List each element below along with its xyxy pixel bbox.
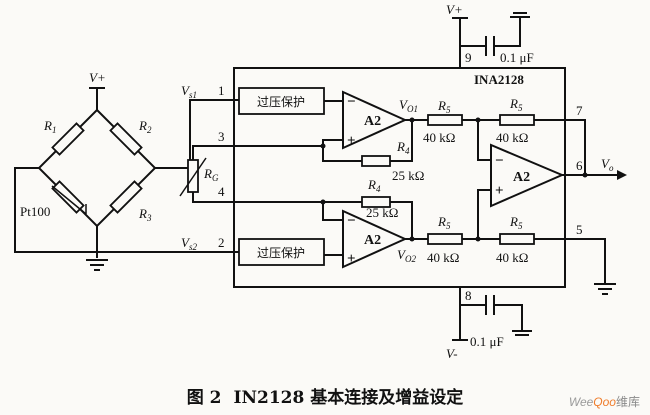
r5-bottom-left-value: 40 kΩ <box>427 250 459 265</box>
protect-bottom-label: 过压保护 <box>257 246 305 260</box>
resistor-r4-top <box>361 155 391 167</box>
r5-top-right-label: R5 <box>509 96 523 113</box>
r5-bottom-right-value: 40 kΩ <box>496 250 528 265</box>
pt100-variable-arrow <box>51 185 87 215</box>
wire-rg-to-pin4 <box>192 190 234 203</box>
resistor-r4-bottom <box>361 196 391 208</box>
opamp-top-minus: − <box>347 94 356 110</box>
junction-dot <box>582 172 588 178</box>
cap-bottom-value: 0.1 μF <box>470 334 504 349</box>
pin-6-label: 6 <box>576 158 583 173</box>
watermark-logo: WeeQoo维库 <box>568 395 640 409</box>
wire-bottom-node-to-noninverting <box>477 189 491 239</box>
junction-dot <box>475 117 481 123</box>
resistor-r5-bottom-left <box>427 233 463 245</box>
wire-pin3-to-rg <box>192 145 234 162</box>
wire-top-node-to-inverting <box>477 120 491 161</box>
r1-label: R1 <box>43 118 56 135</box>
vplus-label-bridge: V+ <box>89 70 106 85</box>
opamp-top-plus: + <box>347 133 356 149</box>
opamp-output-label: A2 <box>513 170 530 185</box>
wire-vs2-to-pin2 <box>14 167 239 253</box>
rg-label: RG <box>203 166 219 183</box>
pin-7-label: 7 <box>576 103 583 118</box>
pin-3-label: 3 <box>218 129 225 144</box>
r4-bottom-value: 25 kΩ <box>366 205 398 220</box>
resistor-r5-top-right <box>499 114 535 126</box>
r3-label: R3 <box>138 206 152 223</box>
wire-pin3-to-top-inverting <box>234 139 343 147</box>
pin-4-label: 4 <box>218 184 225 199</box>
r4-top-label: R4 <box>396 139 410 156</box>
junction-dot <box>409 117 415 123</box>
r5-bottom-right-label: R5 <box>509 214 523 231</box>
wire-pin4-to-bottom-inverting <box>234 201 343 221</box>
chip-name: INA2128 <box>474 72 524 87</box>
junction-dot <box>320 199 326 205</box>
opamp-bottom-plus: + <box>347 251 356 267</box>
figure-number: 图 2 <box>186 388 222 408</box>
resistor-r2 <box>109 122 143 156</box>
cap-top-value: 0.1 μF <box>500 50 534 65</box>
vo2-label: VO2 <box>397 247 416 264</box>
r5-top-left-label: R5 <box>437 98 451 115</box>
pin-5-label: 5 <box>576 222 583 237</box>
opamp-output-plus: + <box>495 183 504 199</box>
resistor-r1 <box>51 122 85 156</box>
wire-r5-bot-right-to-pin5 <box>534 238 606 283</box>
opamp-bottom-label: A2 <box>364 233 381 248</box>
figure-caption: 图 2 IN2128 基本连接及增益设定 <box>0 383 650 408</box>
opamp-top <box>342 90 408 150</box>
r4-bottom-label: R4 <box>367 177 381 194</box>
vs2-label: Vs2 <box>181 235 197 252</box>
ina2128-chip-outline <box>233 67 566 288</box>
junction-dot <box>409 236 415 242</box>
vplus-label-chip: V+ <box>446 2 463 17</box>
opamp-output-minus: − <box>495 153 504 169</box>
wire-pin7-feedback-to-pin6 <box>565 119 586 175</box>
resistor-r5-top-left <box>427 114 463 126</box>
rg-variable-arrow <box>179 157 207 197</box>
pin-9-label: 9 <box>465 50 472 65</box>
figure-caption-text: IN2128 基本连接及增益设定 <box>233 388 464 408</box>
vs1-label: Vs1 <box>181 83 197 100</box>
vminus-label-chip: V- <box>446 346 458 361</box>
vo1-label: VO1 <box>399 97 418 114</box>
pin-2-label: 2 <box>218 235 225 250</box>
overvoltage-protect-top-box <box>238 87 325 115</box>
r4-top-value: 25 kΩ <box>392 168 424 183</box>
opamp-bottom-minus: − <box>347 213 356 229</box>
wire-r4-bot-feedback <box>390 201 413 239</box>
opamp-output <box>490 143 565 208</box>
wire-r4-top-feedback <box>390 120 413 162</box>
junction-dot <box>320 143 326 149</box>
pt100-label: Pt100 <box>20 204 50 219</box>
overvoltage-protect-bottom-box <box>238 238 325 266</box>
vo-label: Vo <box>601 156 614 173</box>
r5-bottom-left-label: R5 <box>437 214 451 231</box>
r5-top-left-value: 40 kΩ <box>423 130 455 145</box>
wire-cap-bottom-to-ground <box>494 304 523 330</box>
r5-top-right-value: 40 kΩ <box>496 130 528 145</box>
wire-vs1-to-pin1 <box>155 99 239 169</box>
opamp-bottom <box>342 209 408 269</box>
output-arrow <box>617 170 627 180</box>
pin-8-label: 8 <box>465 288 472 303</box>
junction-dot <box>475 236 481 242</box>
resistor-r3 <box>109 180 143 214</box>
pin-1-label: 1 <box>218 83 225 98</box>
wire-cap-top-to-ground <box>494 18 521 47</box>
opamp-top-label: A2 <box>364 114 381 129</box>
wire-pin3-to-r4-top <box>322 146 362 162</box>
r2-label: R2 <box>138 118 152 135</box>
protect-top-label: 过压保护 <box>257 95 305 109</box>
resistor-r5-bottom-right <box>499 233 535 245</box>
